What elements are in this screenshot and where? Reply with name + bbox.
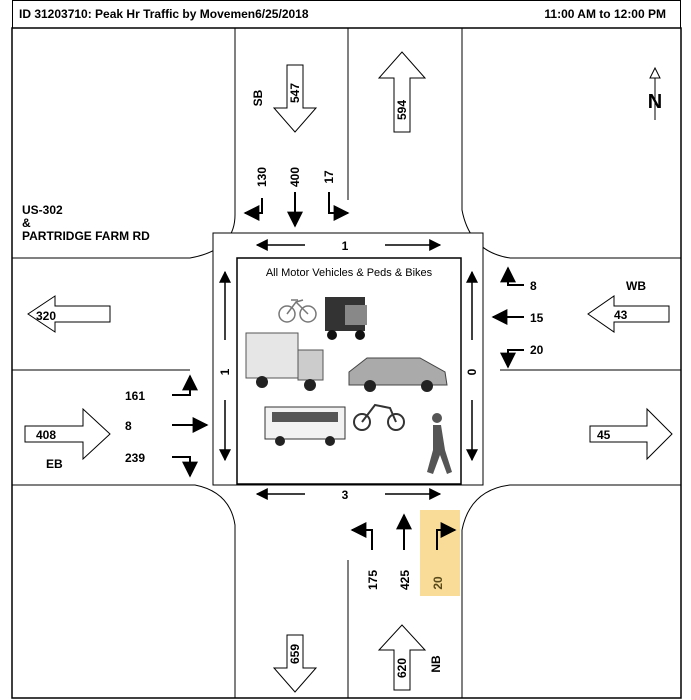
eb-exit-total: 320 <box>36 309 56 323</box>
header-time-range: 11:00 AM to 12:00 PM <box>544 7 666 21</box>
intersection-name-line3: PARTRIDGE FARM RD <box>22 229 150 243</box>
nb-left-arrow <box>350 522 373 550</box>
eb-exit-arrow <box>27 295 111 333</box>
eb-left-arrow <box>172 374 198 396</box>
south-crosswalk-count: 3 <box>342 488 349 502</box>
nb-right-volume: 20 <box>431 576 445 590</box>
east-crosswalk-count: 0 <box>465 368 479 375</box>
header-bar: ID 31203710: Peak Hr Traffic by Movemen6… <box>12 0 681 28</box>
nb-approach-arrow <box>377 624 427 691</box>
nb-through-volume: 425 <box>398 570 412 590</box>
eb-left-volume: 161 <box>125 389 145 403</box>
sb-left-volume: 17 <box>322 170 336 184</box>
wb-exit-arrow <box>589 407 673 461</box>
semi-truck-icon <box>325 297 367 340</box>
wb-left-volume: 20 <box>530 343 544 357</box>
wb-exit-total: 45 <box>597 428 611 442</box>
west-crosswalk-count: 1 <box>218 368 232 375</box>
header-id-text: ID 31203710: Peak Hr Traffic by Movemen <box>19 7 256 21</box>
nb-exit-total: 659 <box>288 644 302 664</box>
header-date: 6/25/2018 <box>255 7 309 21</box>
wb-right-volume: 8 <box>530 279 537 293</box>
wb-approach-total: 43 <box>614 308 628 322</box>
eb-right-volume: 239 <box>125 451 145 465</box>
north-label: N <box>648 91 662 113</box>
sb-exit-arrow <box>377 51 427 133</box>
box-truck-icon <box>245 332 324 391</box>
car-icon <box>348 357 448 392</box>
vehicle-icons <box>245 297 452 474</box>
wb-label: WB <box>626 279 646 293</box>
nw-curb <box>12 28 236 259</box>
north-crosswalk-count: 1 <box>342 239 349 253</box>
nb-label: NB <box>429 655 443 673</box>
sb-approach-arrow <box>272 64 318 133</box>
bus-icon <box>264 406 346 446</box>
ne-curb <box>461 28 681 259</box>
sb-right-arrow <box>243 198 263 221</box>
sb-approach-total: 547 <box>288 83 302 103</box>
wb-approach-arrow <box>587 295 670 333</box>
nb-approach-total: 620 <box>395 658 409 678</box>
sb-label: SB <box>251 89 265 106</box>
eb-through-volume: 8 <box>125 419 132 433</box>
sb-through-volume: 400 <box>288 167 302 187</box>
wb-left-arrow <box>500 349 524 369</box>
eb-right-arrow <box>172 456 198 478</box>
nb-left-volume: 175 <box>366 570 380 590</box>
wb-right-arrow <box>500 266 524 286</box>
sw-curb <box>12 484 236 698</box>
header-id-title: ID 31203710: Peak Hr Traffic by Movemen6… <box>19 7 309 21</box>
nb-right-arrow <box>436 522 457 550</box>
eb-approach-arrow <box>24 407 111 461</box>
sb-left-arrow <box>328 192 350 221</box>
intersection-name-line2: & <box>22 216 31 230</box>
wb-through-volume: 15 <box>530 311 544 325</box>
center-title: All Motor Vehicles & Peds & Bikes <box>266 267 433 279</box>
intersection-name-line1: US-302 <box>22 203 63 217</box>
nb-exit-arrow <box>272 634 318 693</box>
se-curb <box>461 484 681 698</box>
eb-approach-total: 408 <box>36 428 56 442</box>
north-arrow-icon: N <box>648 66 662 120</box>
sb-right-volume: 130 <box>255 167 269 187</box>
pedestrian-icon <box>427 413 452 474</box>
outer-border <box>11 27 682 699</box>
sb-exit-total: 594 <box>395 100 409 120</box>
motorcycle-icon <box>353 403 405 431</box>
bicycle-icon <box>278 299 317 323</box>
eb-label: EB <box>46 457 63 471</box>
